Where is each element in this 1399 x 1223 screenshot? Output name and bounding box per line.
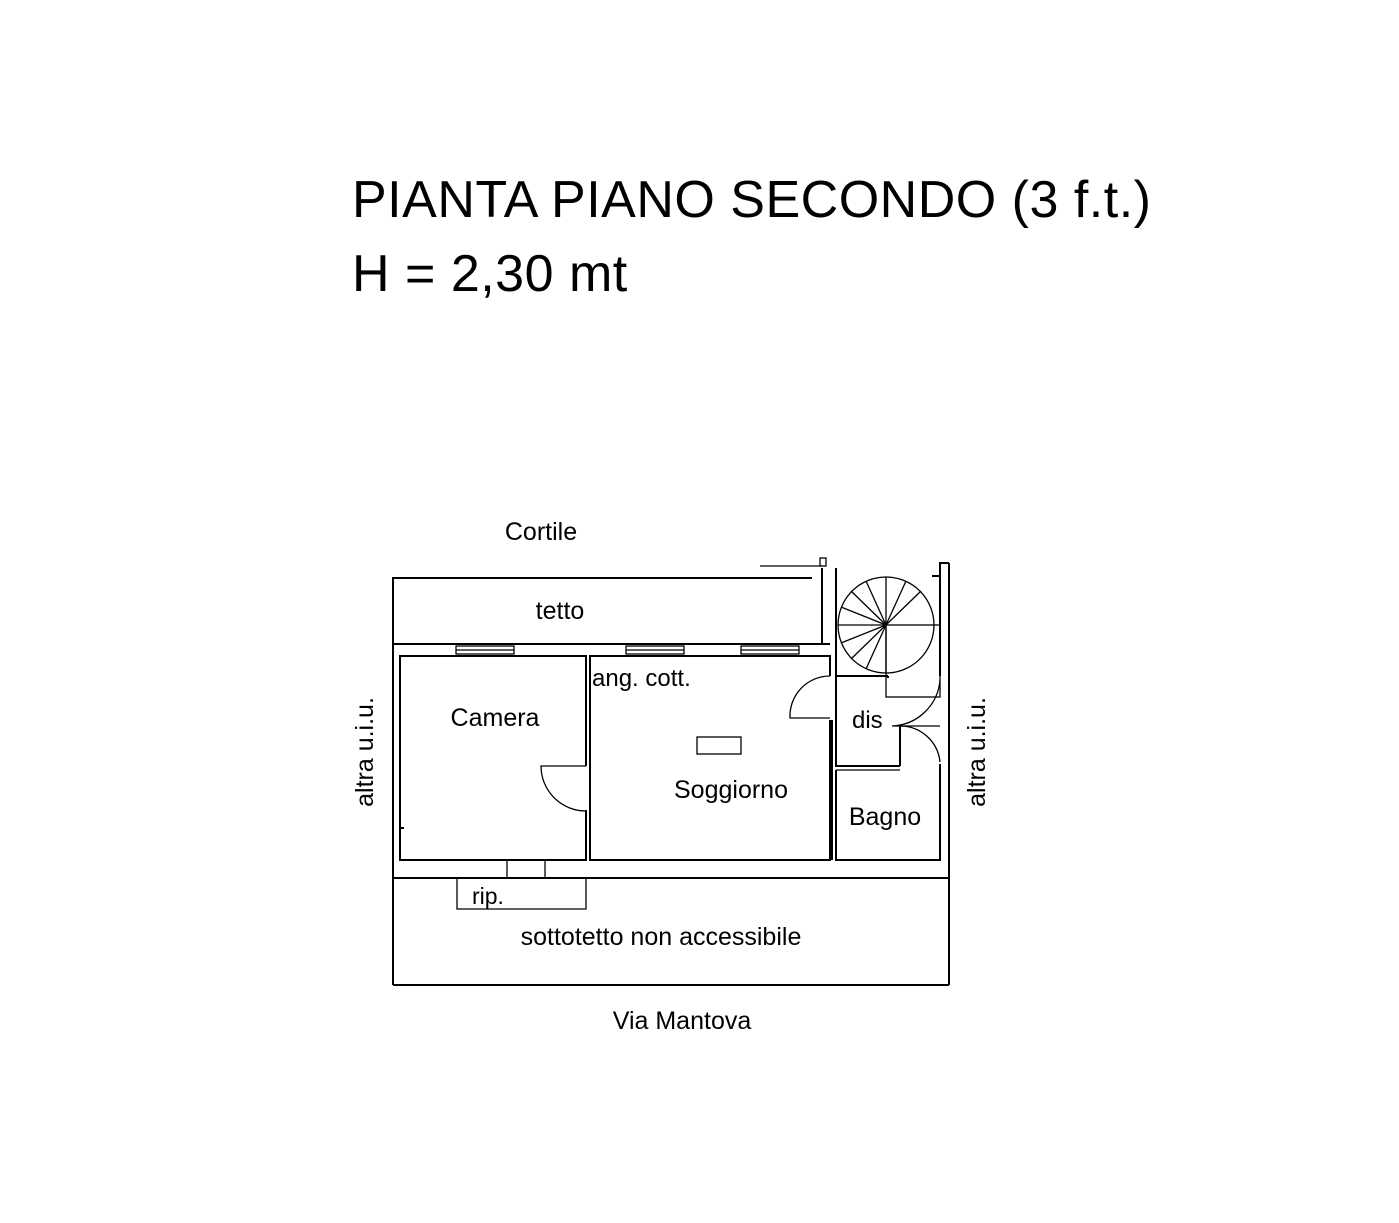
room-label-bagno: Bagno <box>849 803 921 831</box>
room-label-rip: rip. <box>472 883 504 909</box>
ceiling-height: H = 2,30 mt <box>352 245 628 303</box>
door-soggiorno <box>789 675 831 719</box>
window-camera <box>455 645 515 655</box>
roof-strip <box>392 557 830 645</box>
room-soggiorno <box>589 655 831 861</box>
room-label-sottotetto: sottotetto non accessibile <box>521 923 802 951</box>
label-left-neighbor: altra u.i.u. <box>351 697 379 807</box>
room-label-dis: dis <box>852 707 883 734</box>
plan-title: PIANTA PIANO SECONDO (3 f.t.) <box>352 171 1152 229</box>
kitchen-counter <box>696 736 742 755</box>
window-soggiorno-1 <box>625 645 685 655</box>
room-rip <box>456 859 587 910</box>
spiral-stair <box>837 576 941 698</box>
room-label-soggiorno: Soggiorno <box>674 776 788 804</box>
door-camera <box>540 765 587 812</box>
room-label-ang-cott: ang. cott. <box>592 665 691 692</box>
label-via-mantova: Via Mantova <box>613 1007 752 1035</box>
label-right-neighbor: altra u.i.u. <box>963 697 991 807</box>
outer-walls <box>392 563 950 986</box>
door-bagno <box>899 725 941 763</box>
room-label-camera: Camera <box>451 704 540 732</box>
label-cortile: Cortile <box>505 518 577 546</box>
room-label-tetto: tetto <box>536 597 585 625</box>
window-soggiorno-2 <box>740 645 800 655</box>
room-camera <box>399 655 587 861</box>
door-dis <box>891 679 941 727</box>
